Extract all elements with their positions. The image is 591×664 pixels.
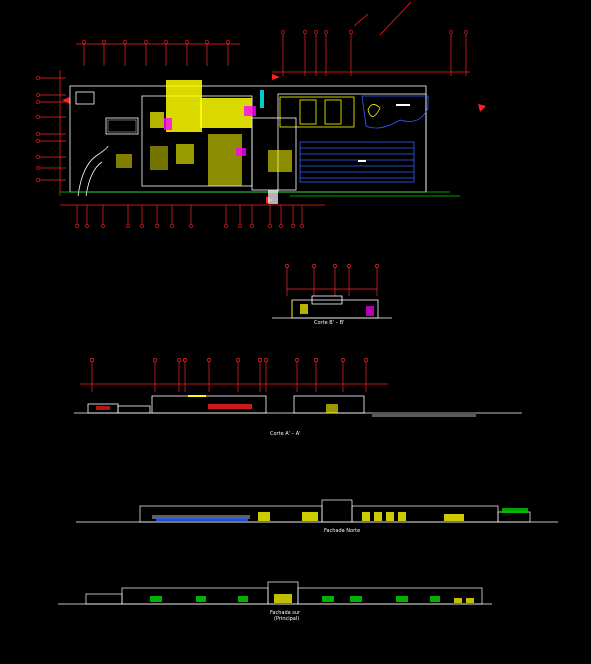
section-a-drawing <box>74 358 522 417</box>
axis-grid-top-left <box>40 34 470 224</box>
plan-fills <box>107 80 410 204</box>
section-a-label: Corte A' – A' <box>270 431 301 437</box>
main-facade-label-line1: Fachada sur <box>270 610 301 616</box>
north-facade-label: Fachada Norte <box>324 528 361 534</box>
main-facade-label-line2: (Principal) <box>274 616 300 622</box>
north-facade-drawing <box>76 499 558 523</box>
floor-plan <box>36 1 486 228</box>
north-arrow-lines <box>353 1 412 36</box>
plan-walls <box>60 85 460 197</box>
main-facade-drawing <box>58 581 492 605</box>
section-b-label: Corte B' – B' <box>314 320 345 326</box>
axis-bubbles <box>36 30 468 228</box>
section-b-drawing <box>272 264 392 319</box>
